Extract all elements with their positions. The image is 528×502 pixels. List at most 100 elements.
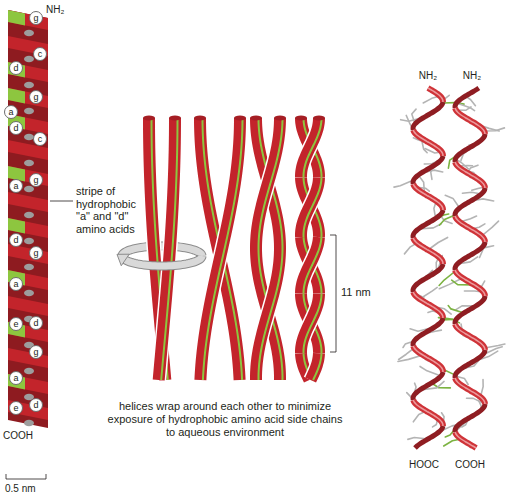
ribbon-back [455,134,485,162]
side-chain [24,290,34,296]
heptad-letter: c [38,135,43,144]
rod-end [234,116,246,121]
heptad-letter: e [13,320,18,329]
heptad-position-circle: a [9,179,23,193]
helix-pair [194,116,246,381]
hydrophobic-stripe [304,118,322,178]
heptad-position-circle: a [4,105,18,119]
ribbon-highlight [455,378,485,404]
heptad-letter: a [8,108,13,117]
ribbon-back [455,296,485,324]
stripe-callout: stripe of hydrophobic "a" and "d" amino … [76,185,142,235]
helix-ribbon [8,296,48,316]
heptad-position-circle: d [9,233,23,247]
hydrophobic-stripe [304,178,322,238]
ribbon-highlight [413,130,443,156]
helix-ribbon [8,244,48,264]
hydrophobic-stripe [8,10,25,25]
ribbon-highlight [455,432,476,448]
heptad-position-circle: d [9,61,23,75]
rotation-arrow [122,246,202,256]
ribbon-highlight [455,216,485,242]
terminus-label: COOH [3,430,33,442]
ribbon-front [428,88,443,102]
alpha-helix [8,10,48,428]
ribbon-highlight [413,346,443,372]
heptad-letter: g [33,249,38,258]
heptad-position-circle: a [9,277,23,291]
hydrophobic-stripe [259,249,283,380]
heptad-position-circle: g [29,90,43,104]
hydrophobic-stripe [259,118,283,249]
heptad-letter: a [13,182,18,191]
rotation-arrow-edge [124,256,202,266]
heptad-position-circle: g [29,345,43,359]
ribbon-front [455,378,485,404]
heptad-letter: d [13,236,18,245]
side-chain [24,264,34,270]
ribbon-back [455,404,485,432]
side-chain-stick [445,195,459,208]
hydrophobic-stripe [313,353,321,380]
coiled-coil-stages [117,116,325,381]
ribbon-highlight [413,400,443,426]
hydrophobic-stripe [8,62,25,77]
ribbon-front [413,130,443,156]
helix-pair [295,116,325,381]
ribbon-front [455,162,485,188]
coiled-coil-structure [394,88,505,448]
side-chain-stick [428,237,448,250]
heptad-position-circle: d [29,316,43,330]
terminus-label: HOOC [409,459,439,471]
helix-ribbon [8,270,48,290]
heptad-position-circle: d [9,121,23,135]
ribbon-back [455,242,485,270]
ribbon-front [413,238,443,264]
leader-line [50,201,73,202]
heptad-letter: d [13,124,18,133]
ribbon-highlight [413,292,443,318]
ribbon-back [415,426,443,448]
side-chain [24,30,34,36]
ribbon-front [455,108,485,134]
ribbon-back [413,210,443,238]
heptad-position-circle: a [9,371,23,385]
side-chain [24,160,34,166]
helix-pair [250,116,286,381]
heptad-position-circle: e [9,401,23,415]
ribbon-back [413,372,443,400]
heptad-letter: d [13,64,18,73]
side-chain [24,420,34,426]
terminus-label: COOH [455,459,485,471]
hydrophobic-stripe [203,118,243,380]
side-chain [24,108,34,114]
helix-ribbon [8,10,48,30]
heptad-letter: g [33,14,38,23]
side-chain [24,212,34,218]
ribbon-highlight [455,108,485,134]
heptad-letter: c [38,50,43,59]
ribbon-highlight [455,162,485,188]
heptad-letter: e [13,404,18,413]
ribbon-back [455,350,485,378]
side-chain-stick [439,278,462,289]
side-chain [24,82,34,88]
ribbon-highlight [428,88,443,102]
ribbon-back [413,102,443,130]
rotation-arrow [124,256,202,266]
heptad-letter: a [13,280,18,289]
hydrophobic-stripe [8,218,25,233]
ribbon-back [413,264,443,292]
side-chain [24,238,34,244]
helix-back [8,10,48,428]
rotation-arrowhead [117,254,129,266]
heptad-letter: a [13,374,18,383]
ribbon-front [455,324,485,350]
heptad-letter: g [33,176,38,185]
dimension-label: 11 nm [341,286,371,299]
helix-ribbon [8,192,48,212]
heptad-position-circle: d [29,398,43,412]
side-chain [24,186,34,192]
